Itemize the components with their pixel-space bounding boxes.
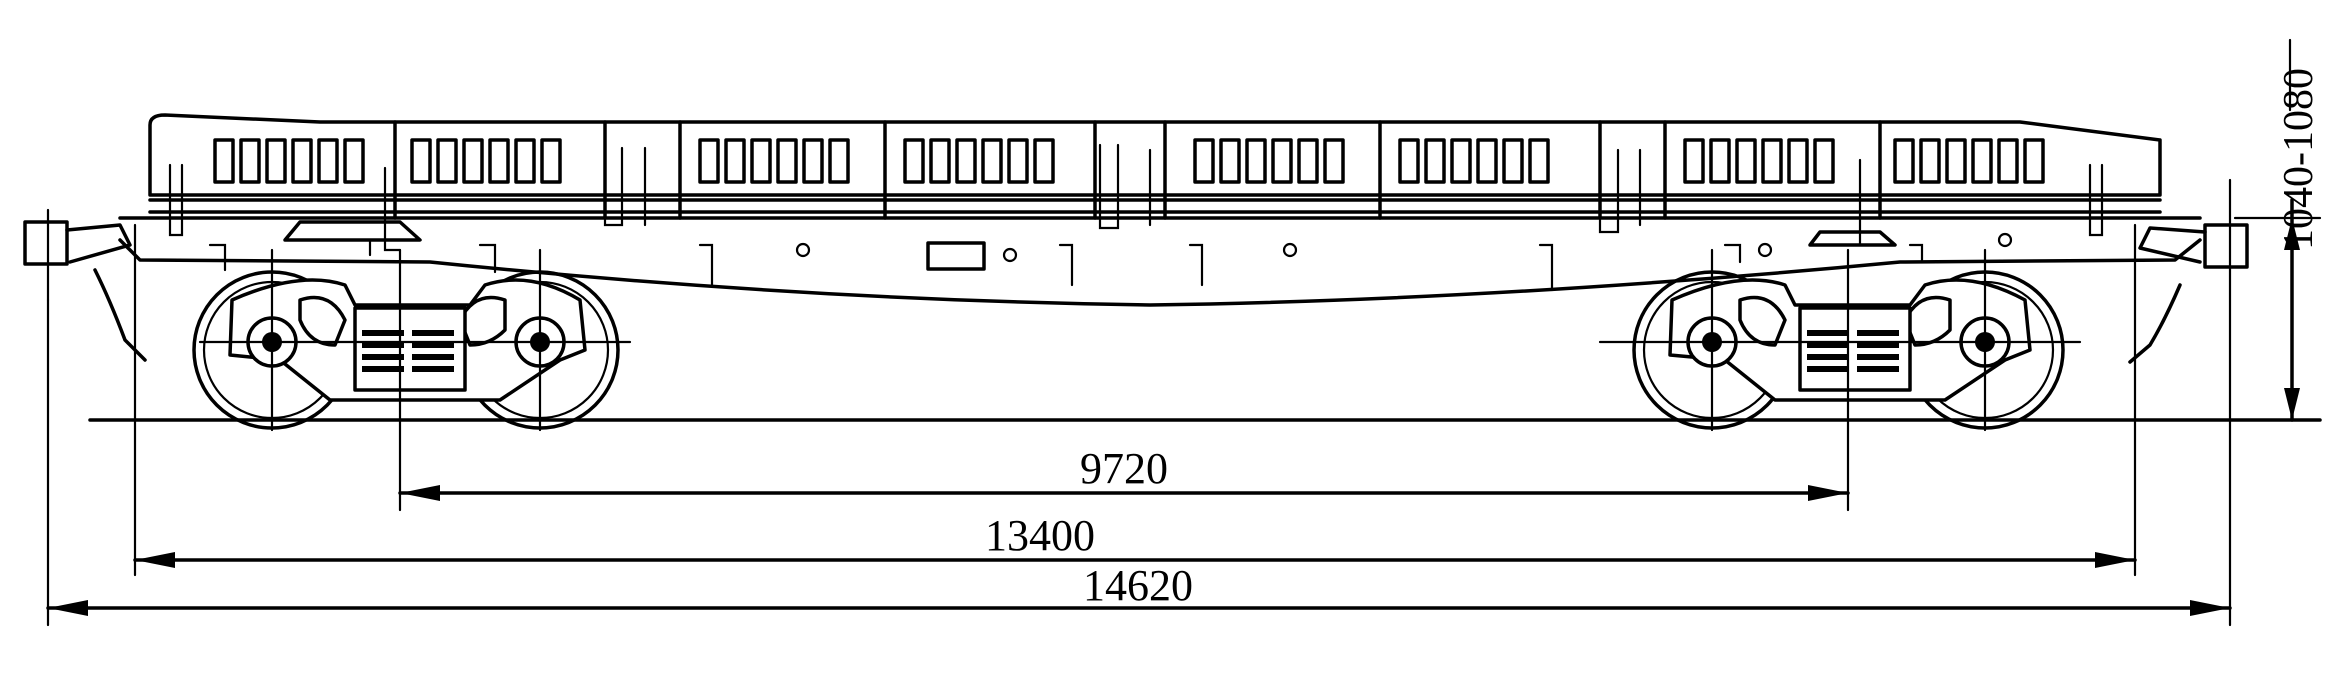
dim-13400-label: 13400	[985, 511, 1095, 560]
coupler-left	[23, 208, 147, 362]
dimension-14620: 14620	[46, 561, 2232, 616]
coupler-right	[2128, 223, 2249, 364]
underframe	[118, 216, 2202, 307]
dimension-9720: 9720	[398, 444, 1850, 501]
side-wall	[148, 113, 2162, 252]
bogie-left	[192, 248, 632, 432]
dim-14620-label: 14620	[1083, 561, 1193, 610]
bogie-right	[1598, 248, 2082, 432]
dim-height-label: 1040-1080	[2276, 68, 2322, 250]
dimension-height: 1040-1080	[2276, 38, 2322, 422]
extension-lines	[46, 178, 2322, 627]
dim-9720-label: 9720	[1080, 444, 1168, 493]
dimension-13400: 13400	[133, 511, 2137, 568]
